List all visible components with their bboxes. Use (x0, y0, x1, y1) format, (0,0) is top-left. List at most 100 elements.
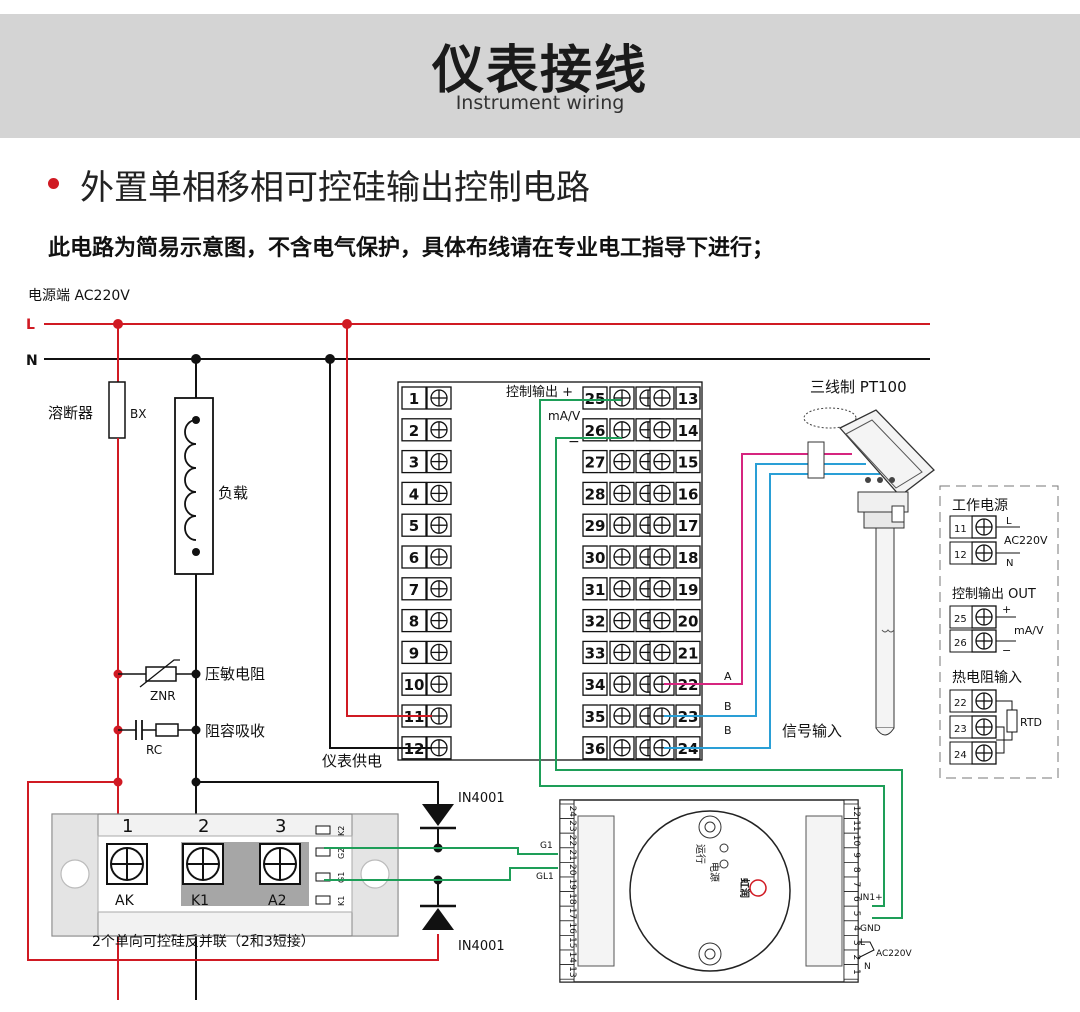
safety-note: 此电路为简易示意图，不含电气保护，具体布线请在专业电工指导下进行； (48, 236, 775, 261)
terminal-number-box (401, 449, 427, 474)
thyristor-label-A2: A2 (268, 893, 286, 909)
power-label: 电源端 AC220V (28, 288, 130, 304)
terminal-number: 18 (678, 549, 699, 567)
trigger-terminal-number: 23 (567, 820, 577, 831)
load-coil (184, 419, 197, 541)
fuse-label: 溶断器 (48, 404, 93, 422)
line-N-label: N (26, 353, 38, 369)
trigger-terminal (843, 964, 859, 980)
terminal-number-box (582, 481, 608, 506)
ma-v-label: mA/V (548, 409, 581, 423)
legend-rtd-label: RTD (1020, 716, 1042, 729)
terminal-number: 29 (585, 517, 606, 535)
terminal-screw (609, 672, 635, 696)
wire-B1-label: B (724, 700, 732, 713)
terminal-number-box (582, 736, 608, 760)
trigger-terminal-number: 3 (851, 940, 861, 946)
pt100-wire-B2 (664, 473, 880, 749)
line-L-label: L (26, 317, 35, 333)
terminal-number: 21 (678, 644, 699, 662)
terminal-screw (649, 577, 675, 601)
terminal-number-box (582, 545, 608, 569)
trigger-terminal-number: 9 (851, 852, 861, 858)
trigger-brand: 虹润 (738, 878, 751, 898)
thyristor-label-AK: AK (115, 893, 135, 909)
terminal-number: 28 (585, 485, 606, 503)
green-gate-wire-1 (324, 847, 558, 855)
terminal-screw (426, 513, 452, 537)
legend-rtd-title: 热电阻输入 (952, 670, 1022, 686)
legend-rtd-wire (996, 700, 1013, 710)
trigger-terminal-number: 6 (851, 896, 861, 902)
terminal-number-box (582, 418, 608, 442)
thyristor-screw-2 (182, 843, 224, 885)
terminal-number: 33 (585, 644, 606, 662)
terminal-screw (426, 386, 452, 410)
legend-out-plus: + (1002, 603, 1011, 616)
meter-power-label: 仪表供电 (322, 752, 382, 770)
terminal-number: 20 (678, 613, 699, 631)
trigger-terminal (559, 964, 575, 980)
trigger-terminal-number: 4 (851, 925, 861, 931)
legend-out-title: 控制输出 OUT (952, 586, 1036, 602)
varistor-arrow (139, 659, 180, 688)
terminal-screw (426, 577, 452, 601)
trigger-in1: IN1+ (860, 893, 883, 903)
trigger-terminal-number: 16 (567, 922, 577, 934)
terminal-screw (609, 386, 635, 410)
legend-t23 (971, 715, 997, 739)
terminal-number: 6 (409, 549, 419, 567)
legend-t26-num (949, 629, 973, 653)
legend-rtd-wire-3 (996, 726, 1005, 754)
thyristor-term-2: 2 (198, 816, 209, 837)
terminal-number: 34 (585, 676, 606, 694)
pt100-wire-A (664, 453, 852, 685)
legend-out-t1: 25 (954, 614, 967, 625)
terminal-number-box (675, 386, 701, 410)
trigger-terminal-number: 22 (567, 835, 577, 846)
terminal-screw (426, 672, 452, 696)
L-node-2 (342, 319, 352, 329)
trigger-ac-lead (857, 941, 875, 959)
side-label-G2: G2 (337, 848, 346, 859)
thyristor-module (51, 813, 399, 937)
legend-t11-num (949, 515, 973, 539)
terminal-number: 30 (585, 549, 606, 567)
legend-out-t2: 26 (954, 638, 967, 649)
terminal-number-box (582, 577, 608, 601)
terminal-number-box (582, 640, 608, 665)
terminal-screw (609, 640, 635, 665)
varistor-code: ZNR (150, 689, 176, 703)
terminal-number-box (401, 640, 427, 665)
terminal-number-box (401, 481, 427, 506)
terminal-screw (426, 640, 452, 665)
gate-pin-G1 (315, 872, 331, 882)
fuse (108, 381, 126, 439)
pt100-sensor (803, 407, 935, 736)
terminal-number: 27 (585, 454, 606, 472)
trigger-terminal-number: 15 (567, 937, 577, 948)
side-label-K1: K1 (337, 896, 346, 906)
control-output-label: 控制输出 + (506, 384, 573, 400)
trigger-terminal-number: 2 (851, 954, 861, 960)
gate-pin-K2 (315, 825, 331, 835)
legend-t22-num (949, 689, 973, 713)
terminal-number: 13 (678, 390, 699, 408)
terminal-number-box (401, 545, 427, 569)
load-label: 负载 (218, 484, 248, 502)
terminal-number-box (582, 704, 608, 728)
terminal-number: 22 (678, 676, 699, 694)
pt100-label: 三线制 PT100 (810, 378, 907, 396)
diode-bottom (422, 908, 454, 930)
thyristor-screw-1 (106, 843, 148, 885)
legend-t24-num (949, 741, 973, 765)
legend-rtd-t3: 24 (954, 750, 967, 761)
terminal-screw (609, 449, 635, 474)
terminal-number-box (401, 513, 427, 537)
terminal-number: 10 (404, 676, 425, 694)
gate-pin-G2 (315, 847, 331, 857)
meter-power-N-wire (329, 359, 432, 749)
legend-t12-num (949, 541, 973, 565)
terminal-number-box (582, 386, 608, 410)
